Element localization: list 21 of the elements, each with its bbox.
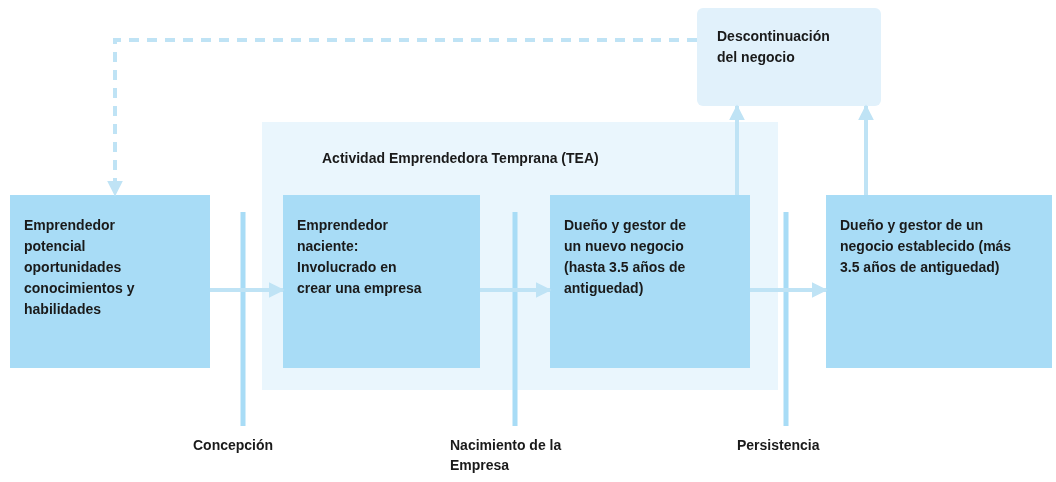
arrow (750, 282, 828, 298)
outcome-box (697, 8, 881, 106)
arrow (858, 104, 874, 195)
stage-box (10, 195, 210, 368)
stage-band (262, 122, 778, 390)
arrow (480, 282, 552, 298)
milestone-label: Concepción (193, 436, 275, 455)
stage-text: Dueño y gestor de un negocio establecido (más 3.5 años de antiguedad) (840, 216, 1012, 277)
stage-text: Dueño y gestor de un nuevo negocio (hasta 3.5 años de antiguedad) (564, 216, 688, 298)
stage-box (826, 195, 1052, 368)
stage-text: Emprendedor potencial oportunidades conocimientos y habilidades (24, 216, 136, 319)
stage-text: Emprendedor naciente: Involucrado en crear una empresa (297, 216, 423, 298)
band-heading: Actividad Emprendedora Temprana (TEA) (322, 149, 600, 168)
arrow (210, 282, 285, 298)
stage-text: Descontinuación del negocio (717, 27, 831, 67)
arrow (729, 104, 745, 195)
stage-box (550, 195, 750, 368)
stage-box (283, 195, 480, 368)
milestone-label: Persistencia (737, 436, 821, 455)
arrow (107, 38, 697, 197)
milestone-label: Nacimiento de la Empresa (450, 436, 563, 475)
